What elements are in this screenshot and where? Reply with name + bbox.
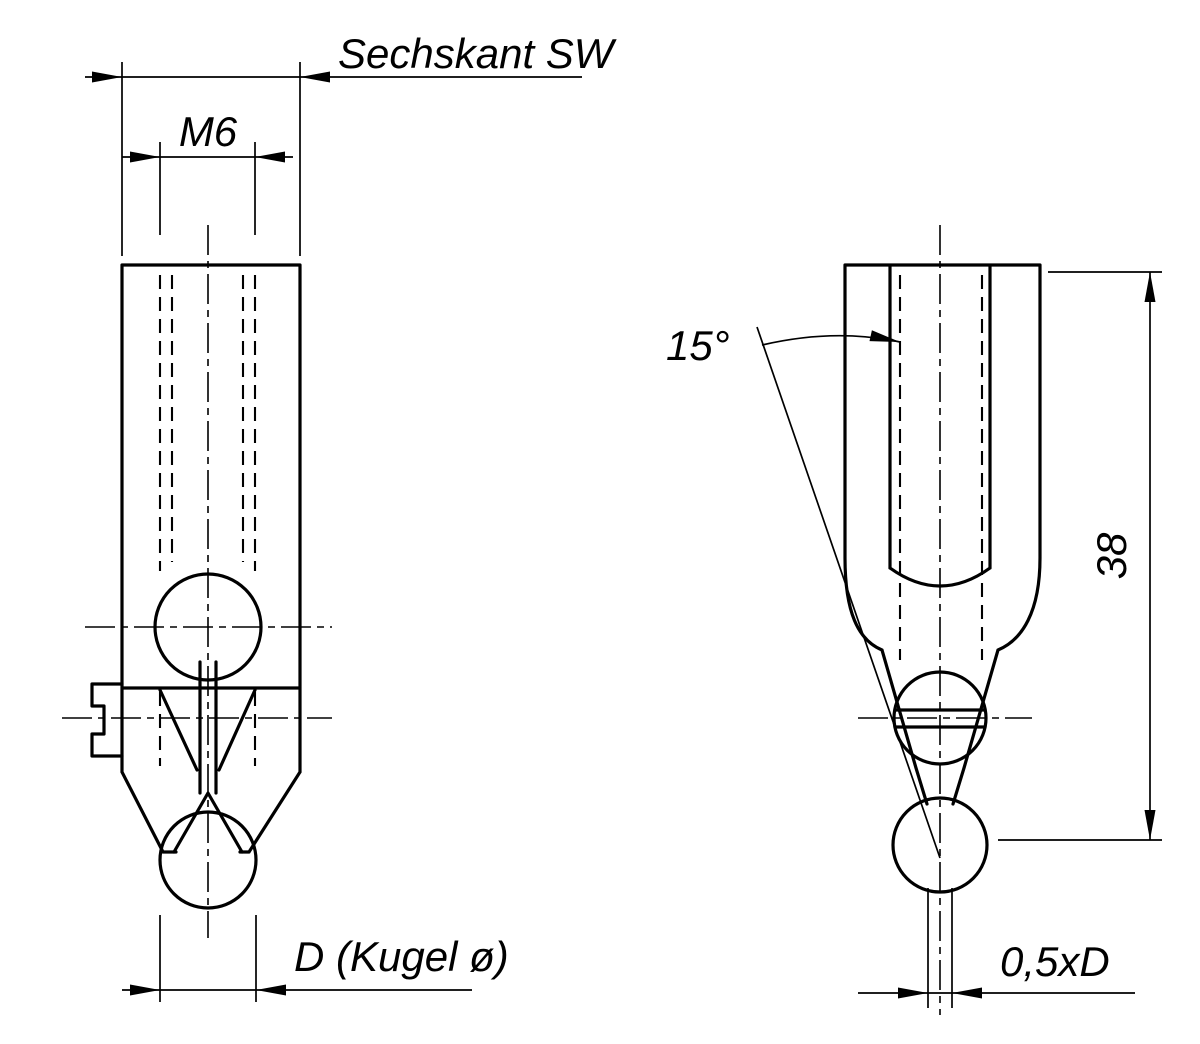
front-body-outline: [120, 263, 302, 854]
dim-hex-arrow-left: [92, 71, 122, 83]
dim-thread-arrow-right: [255, 151, 285, 163]
side-centerlines: [858, 225, 1032, 1015]
dim-angle-slant-line: [756, 326, 941, 859]
lower-ball: [158, 810, 258, 910]
dim-flat-arrow-left: [898, 987, 928, 999]
dimension-label-ball-diameter: D (Kugel ø): [294, 933, 509, 980]
dim-thread-arrow-left: [130, 151, 160, 163]
side-set-screw: [90, 682, 124, 758]
dimension-label-length: 38: [1088, 532, 1135, 579]
dimension-label-angle: 15°: [666, 322, 730, 369]
set-screw-front: [892, 670, 988, 766]
side-body-outline: [843, 263, 1042, 806]
dim-length-arrow-top: [1144, 272, 1156, 302]
dim-length-lines: [998, 271, 1162, 841]
dimension-label-hex: Sechskant SW: [338, 30, 617, 77]
front-view: [62, 225, 332, 938]
front-centerlines: [62, 225, 332, 938]
dim-ball-diameter-lines: [122, 915, 472, 1002]
dimensions: Sechskant SW M6 D (Kugel ø) 15° 38: [85, 30, 1162, 1008]
side-thread-hidden-lines: [898, 275, 984, 660]
dim-ball-arrow-left: [130, 984, 160, 996]
dimension-label-ball-flat: 0,5xD: [1000, 938, 1110, 985]
front-thread-hidden-lines: [158, 275, 257, 766]
dim-ball-arrow-right: [256, 984, 286, 996]
dim-length-arrow-bottom: [1144, 810, 1156, 840]
dim-hex-arrow-right: [300, 71, 330, 83]
side-ball: [891, 796, 989, 894]
dim-flat-arrow-right: [952, 987, 982, 999]
dimension-label-thread: M6: [179, 108, 238, 155]
set-screw-slot: [893, 708, 987, 729]
side-view: [843, 225, 1042, 1015]
dim-hex-lines: [85, 62, 582, 256]
upper-ball: [153, 572, 263, 682]
dim-angle-arrow: [869, 330, 900, 342]
front-jaw-detail: [158, 660, 257, 854]
